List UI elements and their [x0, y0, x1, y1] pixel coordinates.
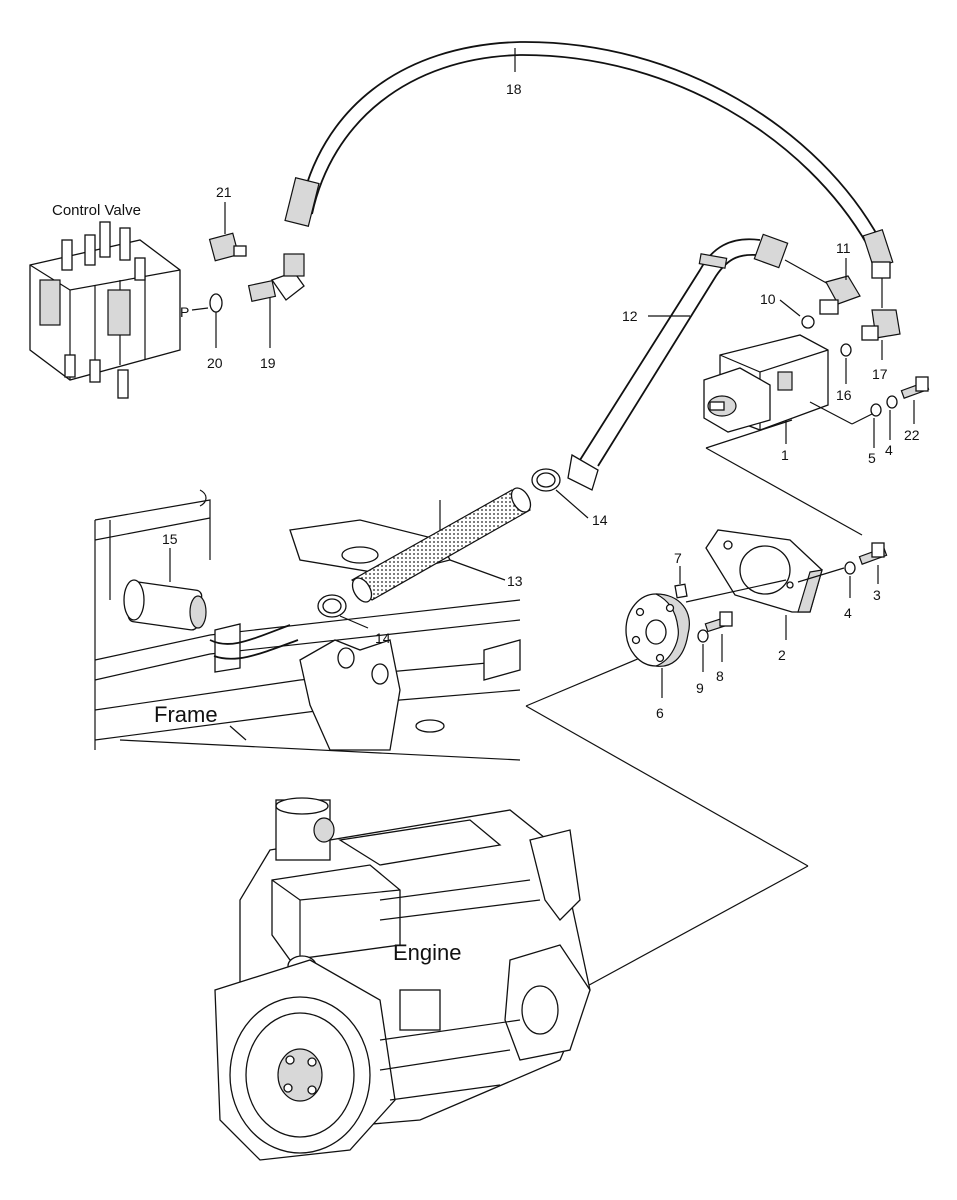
part-7: 7: [674, 550, 682, 566]
hydraulic-pump-1: 1: [703, 334, 829, 463]
part-19: 19: [260, 355, 276, 371]
part-6: 6: [656, 705, 664, 721]
part-11: 11: [836, 240, 851, 256]
part-22: 22: [904, 427, 920, 443]
hose-clamp-14-upper: 14: [531, 468, 608, 528]
part-5: 5: [868, 450, 876, 466]
part-13: 13: [507, 573, 523, 589]
port-p-label: P: [180, 304, 189, 320]
bolt-3: 3: [858, 542, 888, 603]
washer-4-upper: 4: [885, 395, 898, 458]
part-14-upper: 14: [592, 512, 608, 528]
oring-20: 20: [207, 293, 223, 371]
part-4-lower: 4: [844, 605, 852, 621]
suction-hose-12: 12: [567, 233, 789, 491]
suction-hose-13: 13: [351, 487, 532, 603]
coupling-flange-6: 6: [625, 593, 690, 721]
hose-clamp-14-lower: 14: [317, 594, 391, 646]
frame-label: Frame: [154, 702, 218, 727]
fitting-11: 11: [784, 240, 861, 315]
part-8: 8: [716, 668, 724, 684]
part-3: 3: [873, 587, 881, 603]
pressure-hose-18: [284, 41, 894, 279]
filter-15: 15: [123, 531, 299, 660]
part-16: 16: [836, 387, 852, 403]
oring-16: 16: [836, 343, 852, 403]
engine-label: Engine: [393, 940, 462, 965]
oring-10: 10: [760, 291, 815, 329]
elbow-fitting-17: 17: [861, 278, 901, 382]
mount-plate-2: 2: [705, 529, 823, 663]
control-valve: Control Valve P: [29, 202, 209, 399]
washer-5: 5: [809, 401, 882, 466]
engine: Engine: [214, 797, 591, 1161]
fitting-21: 21: [208, 184, 247, 262]
bolt-8: 8: [704, 611, 733, 684]
part-14-lower: 14: [375, 630, 391, 646]
part-15: 15: [162, 531, 178, 547]
leader-lines: [525, 419, 863, 991]
part-20: 20: [207, 355, 223, 371]
part-9: 9: [696, 680, 704, 696]
control-valve-label: Control Valve: [52, 202, 141, 219]
valve-spools: [61, 221, 146, 399]
pin-7: 7: [674, 550, 787, 603]
part-21: 21: [216, 184, 232, 200]
part-12: 12: [622, 308, 638, 324]
hose-18-callout: 18: [506, 48, 522, 97]
elbow-fitting-19: 19: [247, 253, 305, 371]
washer-9: 9: [696, 629, 709, 696]
bolt-22: 22: [900, 376, 930, 443]
part-10: 10: [760, 291, 776, 307]
part-18: 18: [506, 81, 522, 97]
part-2: 2: [778, 647, 786, 663]
part-17: 17: [872, 366, 888, 382]
part-4-upper: 4: [885, 442, 893, 458]
washer-4-lower: 4: [797, 561, 856, 621]
part-1: 1: [781, 447, 789, 463]
